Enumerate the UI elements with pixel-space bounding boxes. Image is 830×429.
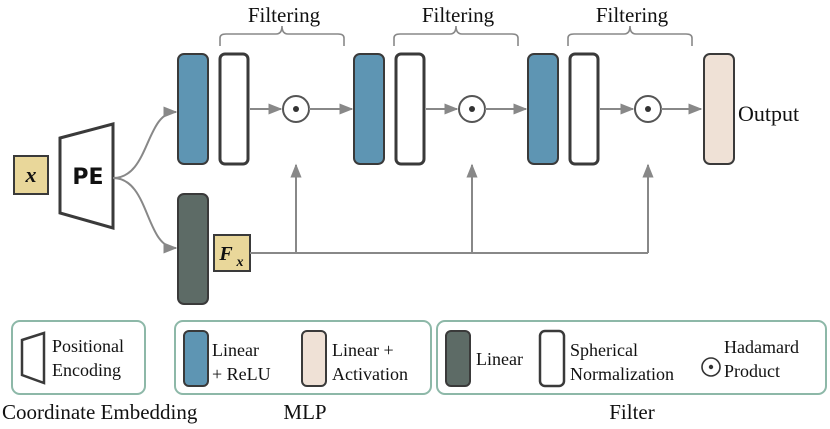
filtering-brace-3 [567, 25, 693, 46]
spherical-norm-3 [568, 52, 600, 166]
output-label: Output [738, 101, 799, 126]
filtering-label-2: Filtering [422, 3, 495, 27]
hadamard-3-dot [645, 106, 651, 112]
legend-mlp-title: MLP [283, 400, 326, 424]
filtering-label-1: Filtering [248, 3, 321, 27]
legend-filter-linear-label: Linear [476, 349, 523, 369]
filtering-brace-2 [393, 25, 519, 46]
legend-linear-activation-line2: Activation [332, 364, 408, 384]
spherical-norm-1 [218, 52, 250, 166]
mlp-linear-relu-2 [353, 53, 385, 165]
filtering-brace-1 [219, 25, 345, 46]
legend-hadamard-dot [708, 364, 714, 370]
feature-fx-subscript: x [236, 255, 244, 270]
legend-trapezoid-icon [20, 331, 46, 385]
filter-linear-block [177, 193, 209, 305]
feature-fx-box [213, 234, 251, 272]
mlp-linear-relu-1 [177, 53, 209, 165]
filtering-label-3: Filtering [596, 3, 669, 27]
pe-to-filter-arrow [112, 177, 178, 254]
feature-fx-label: F [218, 243, 233, 265]
legend-linear-relu-line2: + ReLU [212, 364, 271, 384]
legend-linear-activation-line1: Linear + [332, 340, 394, 360]
legend-linear-activation-swatch [301, 330, 327, 387]
legend-coordinate-embedding-title: Coordinate Embedding [2, 400, 198, 424]
legend-spherical-line2: Normalization [570, 364, 674, 384]
spherical-norm-2 [394, 52, 426, 166]
legend-filter-linear-swatch [445, 330, 471, 387]
positional-encoding-block [58, 122, 115, 230]
legend-filter-title: Filter [609, 400, 655, 424]
hadamard-2-dot [469, 106, 475, 112]
pe-to-mlp-arrow [112, 106, 178, 179]
legend-encoding-label: Encoding [52, 360, 121, 380]
legend-spherical-line1: Spherical [570, 340, 638, 360]
legend-spherical-swatch [538, 329, 566, 388]
input-x-box [13, 155, 49, 195]
pe-label: PE [72, 165, 103, 190]
input-x-label: x [25, 162, 37, 187]
output-linear-activation-block [703, 53, 735, 165]
hadamard-1-dot [293, 106, 299, 112]
legend-hadamard-line1: Hadamard [724, 337, 799, 357]
legend-hadamard-line2: Product [724, 361, 780, 381]
mlp-linear-relu-3 [527, 53, 559, 165]
legend-linear-relu-line1: Linear [212, 340, 259, 360]
legend-filter-box [436, 320, 827, 395]
legend-linear-relu-swatch [183, 330, 209, 387]
legend-positional-label: Positional [52, 336, 124, 356]
